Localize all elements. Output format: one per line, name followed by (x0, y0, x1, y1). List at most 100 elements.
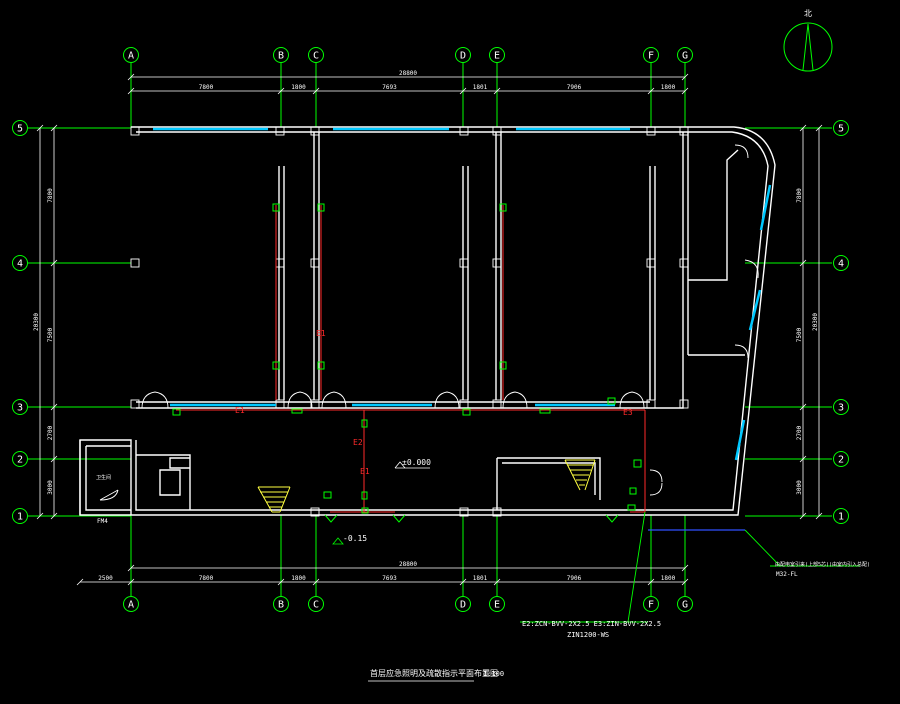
svg-text:5: 5 (17, 124, 23, 135)
grid-lines (28, 63, 832, 596)
svg-text:B: B (278, 600, 284, 611)
dim-top-seg-1: 1800 (291, 84, 306, 91)
stair-room (496, 457, 601, 510)
panel-label: FM4 (97, 518, 108, 525)
dim-left-seg-0: 3000 (47, 480, 54, 495)
svg-text:4: 4 (17, 259, 23, 270)
door-swings (99, 144, 759, 501)
grid-bubble-left-5: 5 (12, 120, 28, 136)
grid-bubble-bottom-B: B (273, 596, 289, 612)
partition-g (682, 132, 689, 400)
north-mark: 北 (804, 9, 812, 18)
svg-text:C: C (313, 600, 319, 611)
svg-text:C: C (313, 51, 319, 62)
level-outside-symbol (332, 537, 344, 545)
grid-bubble-bottom-F: F (643, 596, 659, 612)
stair-left (257, 486, 291, 513)
north-arrow: 北 (783, 9, 833, 72)
circuit-run-right (630, 410, 646, 513)
grid-bubble-left-1: 1 (12, 508, 28, 524)
svg-text:1: 1 (17, 512, 23, 523)
partition-d (462, 166, 469, 400)
exit-signs (324, 514, 619, 523)
dim-right-seg-1: 2700 (796, 425, 803, 440)
dim-bottom-seg-5: 7906 (567, 575, 582, 582)
building-walls (79, 126, 776, 517)
partition-f (649, 166, 656, 400)
dim-left-seg-2: 7500 (47, 327, 54, 342)
dim-left-seg-3: 7800 (47, 188, 54, 203)
grid-bubble-bottom-A: A (123, 596, 139, 612)
svg-text:D: D (460, 600, 466, 611)
dim-bottom-seg-3: 7693 (382, 575, 397, 582)
dim-right-seg-3: 7800 (796, 188, 803, 203)
grid-bubble-right-4: 4 (833, 255, 849, 271)
dim-bottom-seg-4: 1801 (473, 575, 488, 582)
svg-text:5: 5 (838, 124, 844, 135)
exterior-wall-inner (135, 131, 769, 511)
svg-text:D: D (460, 51, 466, 62)
grid-bubble-bottom-C: C (308, 596, 324, 612)
dim-right-seg-0: 3000 (796, 480, 803, 495)
emergency-fixtures (172, 203, 642, 523)
svg-text:3: 3 (838, 403, 844, 414)
callout-right-2: M32-FL (776, 571, 798, 578)
partition-e (495, 132, 502, 400)
grid-bubble-bottom-G: G (677, 596, 693, 612)
svg-text:2: 2 (17, 455, 23, 466)
svg-text:E: E (494, 600, 500, 611)
dim-bottom-total-0: 28800 (399, 561, 417, 568)
structural-columns (130, 126, 689, 517)
callout-right-1: 由配电室引来(上部5芯)(由室内引入总配) (775, 561, 870, 568)
grid-bubble-top-E: E (489, 47, 505, 63)
grid-bubble-right-5: 5 (833, 120, 849, 136)
dim-right-seg-2: 7500 (796, 327, 803, 342)
dim-bottom-seg-0: 2500 (98, 575, 113, 582)
feeder-text-1: E2:ZCN-BVV-2X2.5 E3:ZIN-BVV-2X2.5 (522, 620, 661, 628)
dimension-lines (36, 73, 823, 586)
plan-labels: E1 E1 E1 E2 E3 ±0.000 -0.15 FM4 卫生间 (96, 329, 633, 545)
toilet-block (136, 454, 191, 510)
circuit-label-e1-hall: E1 (316, 329, 326, 338)
grid-bubble-left-2: 2 (12, 451, 28, 467)
dim-top-total-0: 28800 (399, 70, 417, 77)
annex-wall (79, 440, 131, 515)
drawing-title: 首层应急照明及疏散指示平面布置图 (370, 668, 498, 678)
grid-bubble-top-C: C (308, 47, 324, 63)
grid-bubble-top-B: B (273, 47, 289, 63)
grid-bubble-left-3: 3 (12, 399, 28, 415)
dim-top-seg-0: 7800 (199, 84, 214, 91)
dim-top-seg-4: 7906 (567, 84, 582, 91)
grid-bubble-right-1: 1 (833, 508, 849, 524)
partition-b (278, 166, 285, 400)
dim-top-seg-5: 1800 (661, 84, 676, 91)
dim-left-total-0: 20300 (33, 313, 40, 331)
svg-text:A: A (128, 600, 134, 611)
grid-bubble-bottom-D: D (455, 596, 471, 612)
feeder-callout: E2:ZCN-BVV-2X2.5 E3:ZIN-BVV-2X2.5 ZIN120… (520, 511, 661, 639)
corridor-wall (136, 401, 650, 409)
dim-bottom-seg-2: 1800 (291, 575, 306, 582)
right-room-wall (650, 149, 745, 409)
title-block: 首层应急照明及疏散指示平面布置图 1:100 (368, 668, 504, 682)
svg-text:1: 1 (838, 512, 844, 523)
svg-text:A: A (128, 51, 134, 62)
dim-left-seg-1: 2700 (47, 425, 54, 440)
grid-bubble-top-F: F (643, 47, 659, 63)
dim-top-seg-2: 7693 (382, 84, 397, 91)
svg-text:4: 4 (838, 259, 844, 270)
circuit-label-e2: E2 (353, 438, 363, 447)
windows (153, 127, 772, 461)
grid-bubble-right-2: 2 (833, 451, 849, 467)
svg-text:2: 2 (838, 455, 844, 466)
dim-right-total-0: 20300 (812, 313, 819, 331)
stair-right (564, 459, 596, 491)
svg-text:B: B (278, 51, 284, 62)
boundary-callout: 由配电室引来(上部5芯)(由室内引入总配) M32-FL (744, 529, 870, 578)
grid-bubble-top-A: A (123, 47, 139, 63)
feeder-leader (627, 511, 646, 623)
svg-text:3: 3 (17, 403, 23, 414)
